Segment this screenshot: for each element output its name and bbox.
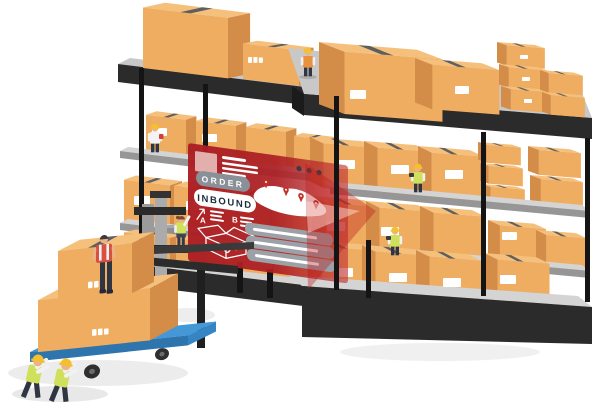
arrow-up-icon: [196, 208, 206, 220]
route-shape-icon: [253, 185, 327, 217]
text-lines: [222, 155, 258, 178]
rack-post-stub: [267, 269, 273, 298]
rack-post: [139, 68, 144, 265]
rack-post-stub: [237, 262, 243, 293]
marker-a: A: [200, 216, 206, 226]
right-shelf-1: [330, 187, 590, 218]
handheld-scanner: [409, 173, 414, 177]
marker-b: B: [232, 215, 238, 225]
cardboard-box-large: [38, 273, 178, 353]
right-base: [302, 286, 592, 344]
rack-post: [585, 138, 590, 302]
order-pill-bg[interactable]: [196, 170, 250, 193]
menu-dots-icon: [296, 165, 322, 176]
rack-post: [334, 96, 339, 290]
inbound-pill[interactable]: INBOUND: [194, 188, 256, 214]
worker-sitting-on-boxes: [92, 235, 116, 294]
mast-crossbar: [134, 207, 186, 215]
cart-end: [188, 321, 216, 346]
mast-cap: [150, 191, 171, 198]
list-row-line: [255, 254, 319, 266]
left-rack-top-slab: [118, 64, 338, 109]
photo-placeholder: [195, 151, 217, 174]
worker-reaching-panel: [174, 215, 191, 246]
cardboard-box: [480, 163, 523, 187]
wheel-hub: [159, 351, 165, 357]
fork-arm: [136, 256, 238, 274]
handheld-scanner: [159, 134, 164, 139]
shipping-icons-label: [352, 92, 367, 98]
fork-arm: [134, 242, 254, 255]
fork-arms: [134, 242, 254, 274]
shipping-icons-label: [248, 57, 263, 63]
inbound-pill-bg[interactable]: [194, 188, 256, 214]
rack-post: [481, 132, 486, 296]
rack-post: [203, 84, 208, 180]
cardboard-box: [528, 146, 581, 179]
worker-shadow: [299, 74, 317, 80]
wheel-hub: [89, 368, 95, 375]
list-row-line: [254, 240, 318, 253]
platform-cart-group: [30, 231, 216, 379]
cardboard-box: [143, 0, 251, 82]
order-pill[interactable]: ORDER: [196, 170, 250, 193]
list-row-line: [253, 227, 317, 240]
mast-pole-dark: [197, 262, 205, 348]
handheld-scanner: [386, 236, 391, 240]
shadow-right-rack: [340, 343, 540, 361]
right-slab-end: [292, 86, 304, 116]
right-base-top: [288, 275, 592, 307]
hair: [178, 216, 185, 220]
big-arrow-inner: [306, 201, 360, 233]
lines-a: [210, 210, 224, 222]
right-rack: [288, 42, 592, 344]
right-shelf-1-top: [322, 181, 590, 211]
cardboard-box: [542, 92, 585, 118]
rack-post: [366, 240, 371, 298]
hair: [99, 235, 109, 240]
cardboard-box: [540, 70, 583, 96]
list-rows: [245, 222, 335, 273]
box-labels-right: [327, 55, 532, 287]
cart-front: [30, 335, 188, 362]
big-arrow-icon: [305, 163, 376, 290]
